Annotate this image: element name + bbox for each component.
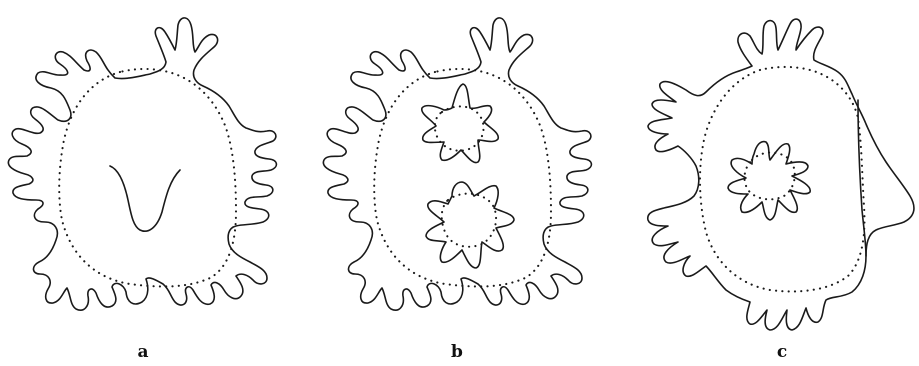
panel-a-label: a <box>137 342 148 362</box>
panel-b-upper-star-dotted-core <box>435 106 484 150</box>
panel-b-lower-star-inclusion <box>426 182 514 268</box>
panel-a-outer-outline <box>8 18 276 310</box>
panel-b-label: b <box>451 342 463 362</box>
panel-a <box>8 18 276 310</box>
panel-c <box>648 19 914 330</box>
panel-b-upper-star-inclusion <box>422 84 498 163</box>
panel-c-outer-outline <box>648 19 914 330</box>
panel-b-outer-outline <box>323 18 591 310</box>
panel-b-inner-dotted-membrane <box>374 69 551 287</box>
panel-c-label: c <box>777 342 787 362</box>
panel-a-v-shaped-body <box>110 166 180 231</box>
panel-b <box>323 18 591 310</box>
panel-c-inner-dotted-membrane <box>700 67 864 292</box>
panel-a-inner-dotted-membrane <box>59 69 236 287</box>
